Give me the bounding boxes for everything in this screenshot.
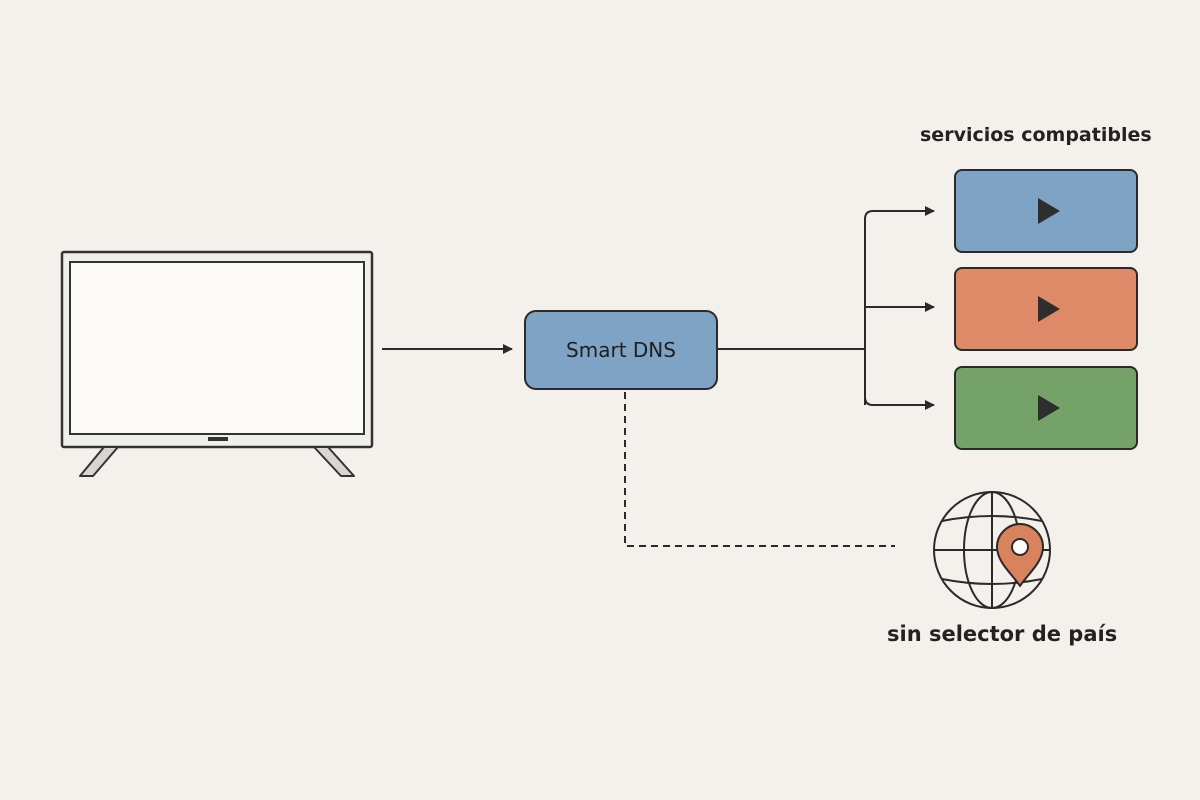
play-icon <box>1038 296 1060 322</box>
no-country-selector-label: sin selector de país <box>887 622 1118 646</box>
dns-to-services-connector <box>718 206 935 410</box>
location-pin-icon <box>996 523 1044 587</box>
globe-icon <box>933 491 1051 609</box>
tv-icon <box>60 250 374 477</box>
services-heading: servicios compatibles <box>920 124 1152 146</box>
play-icon <box>1038 395 1060 421</box>
service-card-green <box>954 366 1138 450</box>
smart-dns-label: Smart DNS <box>566 338 676 362</box>
service-card-orange <box>954 267 1138 351</box>
dns-to-globe-dashed-connector <box>624 392 895 547</box>
play-icon <box>1038 198 1060 224</box>
smart-dns-box: Smart DNS <box>524 310 718 390</box>
service-card-blue <box>954 169 1138 253</box>
